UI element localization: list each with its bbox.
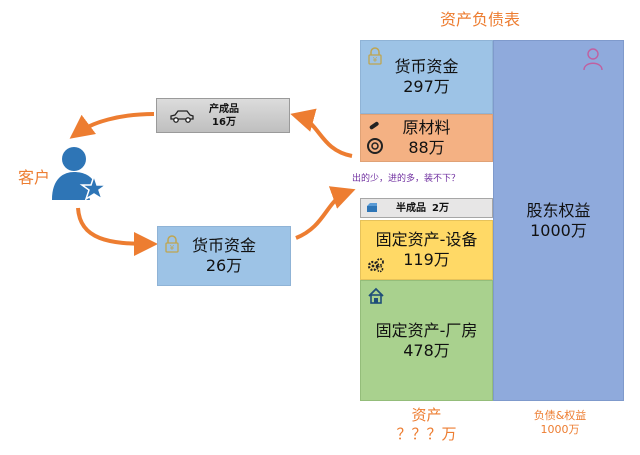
arrow-cash-to-semi	[295, 186, 356, 240]
equipment-value: 119万	[403, 250, 450, 269]
equity-value: 1000万	[530, 220, 587, 240]
customer-icon	[52, 147, 108, 201]
assets-footer-label: 资产	[411, 406, 442, 424]
product-value: 16万	[212, 116, 236, 128]
plant-value: 478万	[403, 340, 450, 360]
customer-cash-value: 26万	[205, 256, 243, 275]
cash-assets-box: ¥ 货币资金 297万	[360, 40, 493, 114]
assets-footer: 资产 ？？？万	[360, 406, 493, 444]
semi-finished-value: 2万	[432, 202, 449, 214]
arrow-customer-to-cash	[76, 207, 158, 256]
raw-materials-label: 原材料	[402, 118, 451, 137]
product-label: 产成品	[209, 103, 239, 115]
liabilities-footer-label: 负债&权益	[533, 409, 587, 422]
semi-finished-box: 半成品 2万	[360, 198, 493, 218]
semi-finished-label: 半成品	[396, 202, 426, 214]
plant-box: 固定资产-厂房 478万	[360, 280, 493, 401]
lock-icon: ¥	[368, 47, 382, 65]
assets-footer-value: ？？？万	[396, 425, 457, 443]
svg-text:¥: ¥	[373, 56, 378, 64]
tire-icon	[367, 138, 383, 154]
car-icon	[170, 109, 194, 123]
balance-sheet-title: 资产负债表	[439, 10, 520, 29]
product-text: 产成品 16万	[209, 103, 239, 129]
arrow-product-to-customer	[69, 112, 155, 139]
person-icon	[583, 48, 603, 71]
liabilities-footer-value: 1000万	[540, 423, 580, 436]
plant-label: 固定资产-厂房	[375, 320, 478, 340]
raw-materials-value: 88万	[408, 138, 445, 157]
cash-label: 货币资金	[394, 57, 459, 76]
customer-label: 客户	[18, 168, 51, 187]
box-icon	[367, 203, 377, 212]
gears-icon	[367, 258, 384, 273]
equity-box: 股东权益 1000万	[493, 40, 624, 401]
cash-value: 297万	[403, 77, 450, 96]
finished-product-box: 产成品 16万	[156, 98, 290, 133]
house-icon	[368, 287, 384, 304]
syringe-icon	[369, 121, 379, 130]
equity-label: 股东权益	[526, 200, 591, 220]
equipment-label: 固定资产-设备	[375, 230, 478, 249]
liabilities-footer: 负债&权益 1000万	[505, 409, 615, 437]
equipment-box: 固定资产-设备 119万	[360, 220, 493, 280]
customer-cash-label: 货币资金	[191, 236, 256, 255]
raw-materials-box: 原材料 88万	[360, 114, 493, 162]
arrow-raw-to-product	[290, 108, 353, 158]
question-text: 出的少，进的多，装不下？	[352, 174, 461, 184]
svg-text:¥: ¥	[170, 244, 175, 252]
lock-icon: ¥	[165, 235, 179, 253]
customer-cash-box: ¥ 货币资金 26万	[157, 226, 291, 286]
